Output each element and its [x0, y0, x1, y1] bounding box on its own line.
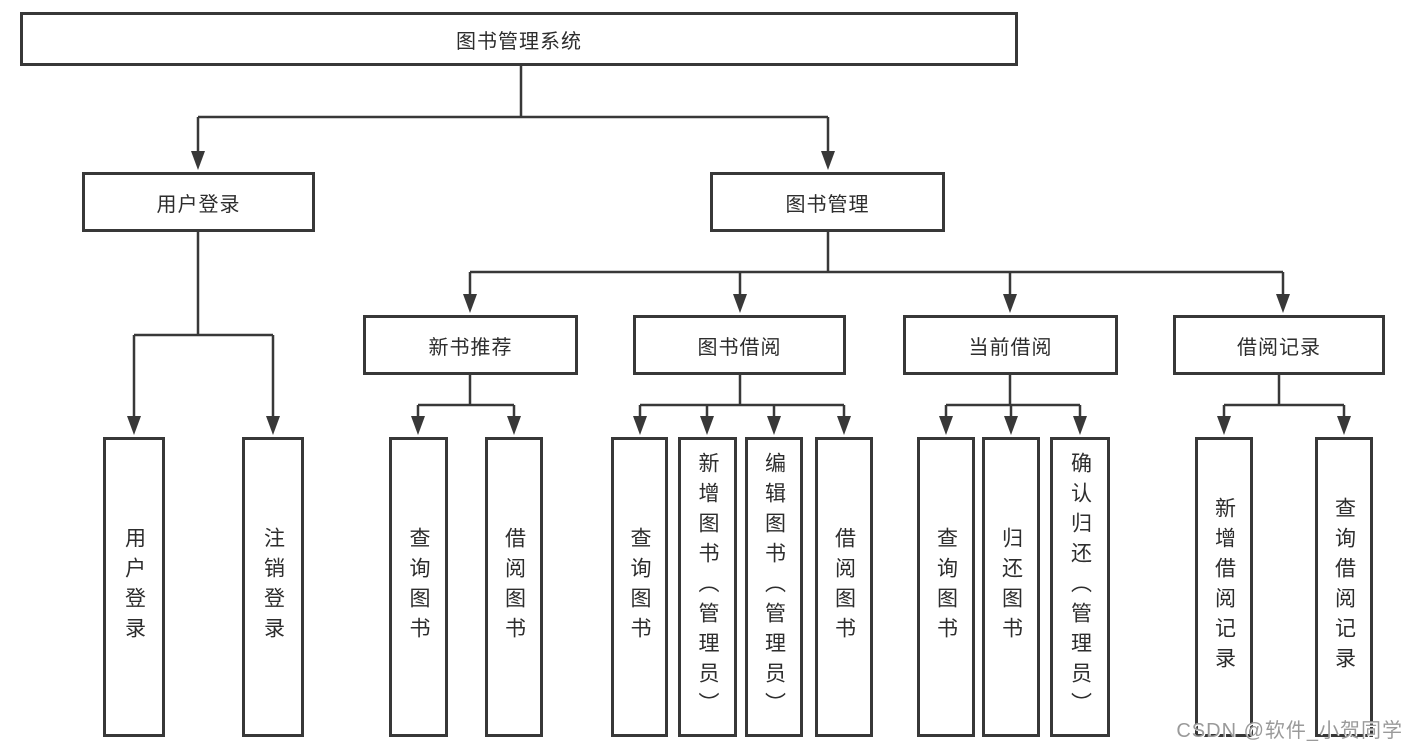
node-borrow-records-label: 借阅记录	[1237, 336, 1321, 359]
node-book-borrow: 图书借阅	[633, 315, 846, 375]
node-current-borrow: 当前借阅	[903, 315, 1118, 375]
leaf-cb-query-books-label: 查询图书	[934, 527, 958, 647]
leaf-cb-confirm-return-admin-label: 确认归还（管理员）	[1068, 452, 1092, 722]
node-book-borrow-label: 图书借阅	[697, 336, 782, 359]
leaf-logout: 注销登录	[242, 437, 304, 737]
node-book-mgmt: 图书管理	[710, 172, 945, 232]
node-root-label: 图书管理系统	[456, 30, 582, 53]
node-user-login-label: 用户登录	[156, 193, 241, 216]
leaf-bb-add-books-admin-label: 新增图书（管理员）	[696, 452, 719, 722]
leaf-nb-query-books-label: 查询图书	[407, 527, 430, 647]
node-root: 图书管理系统	[20, 12, 1018, 66]
leaf-br-add-record: 新增借阅记录	[1195, 437, 1253, 737]
node-borrow-records: 借阅记录	[1173, 315, 1385, 375]
watermark: CSDN @软件_小贺同学	[1176, 720, 1403, 742]
leaf-br-add-record-label: 新增借阅记录	[1212, 497, 1236, 677]
leaf-bb-borrow-books: 借阅图书	[815, 437, 873, 737]
leaf-nb-borrow-books-label: 借阅图书	[502, 527, 526, 647]
leaf-cb-return-books-label: 归还图书	[999, 527, 1023, 647]
leaf-bb-query-books: 查询图书	[611, 437, 668, 737]
leaf-br-query-record: 查询借阅记录	[1315, 437, 1373, 737]
leaf-nb-query-books: 查询图书	[389, 437, 448, 737]
leaf-br-query-record-label: 查询借阅记录	[1332, 497, 1356, 677]
leaf-user-login: 用户登录	[103, 437, 165, 737]
leaf-nb-borrow-books: 借阅图书	[485, 437, 543, 737]
node-new-books-label: 新书推荐	[428, 336, 513, 359]
leaf-bb-edit-books-admin: 编辑图书（管理员）	[745, 437, 803, 737]
leaf-bb-borrow-books-label: 借阅图书	[832, 527, 856, 647]
leaf-cb-query-books: 查询图书	[917, 437, 975, 737]
leaf-user-login-label: 用户登录	[122, 527, 146, 647]
node-new-books: 新书推荐	[363, 315, 578, 375]
node-book-mgmt-label: 图书管理	[785, 193, 870, 216]
leaf-logout-label: 注销登录	[261, 527, 285, 647]
leaf-cb-return-books: 归还图书	[982, 437, 1040, 737]
leaf-bb-add-books-admin: 新增图书（管理员）	[678, 437, 737, 737]
leaf-bb-edit-books-admin-label: 编辑图书（管理员）	[762, 452, 786, 722]
leaf-cb-confirm-return-admin: 确认归还（管理员）	[1050, 437, 1110, 737]
node-user-login: 用户登录	[82, 172, 315, 232]
node-current-borrow-label: 当前借阅	[968, 336, 1053, 359]
leaf-bb-query-books-label: 查询图书	[628, 527, 651, 647]
